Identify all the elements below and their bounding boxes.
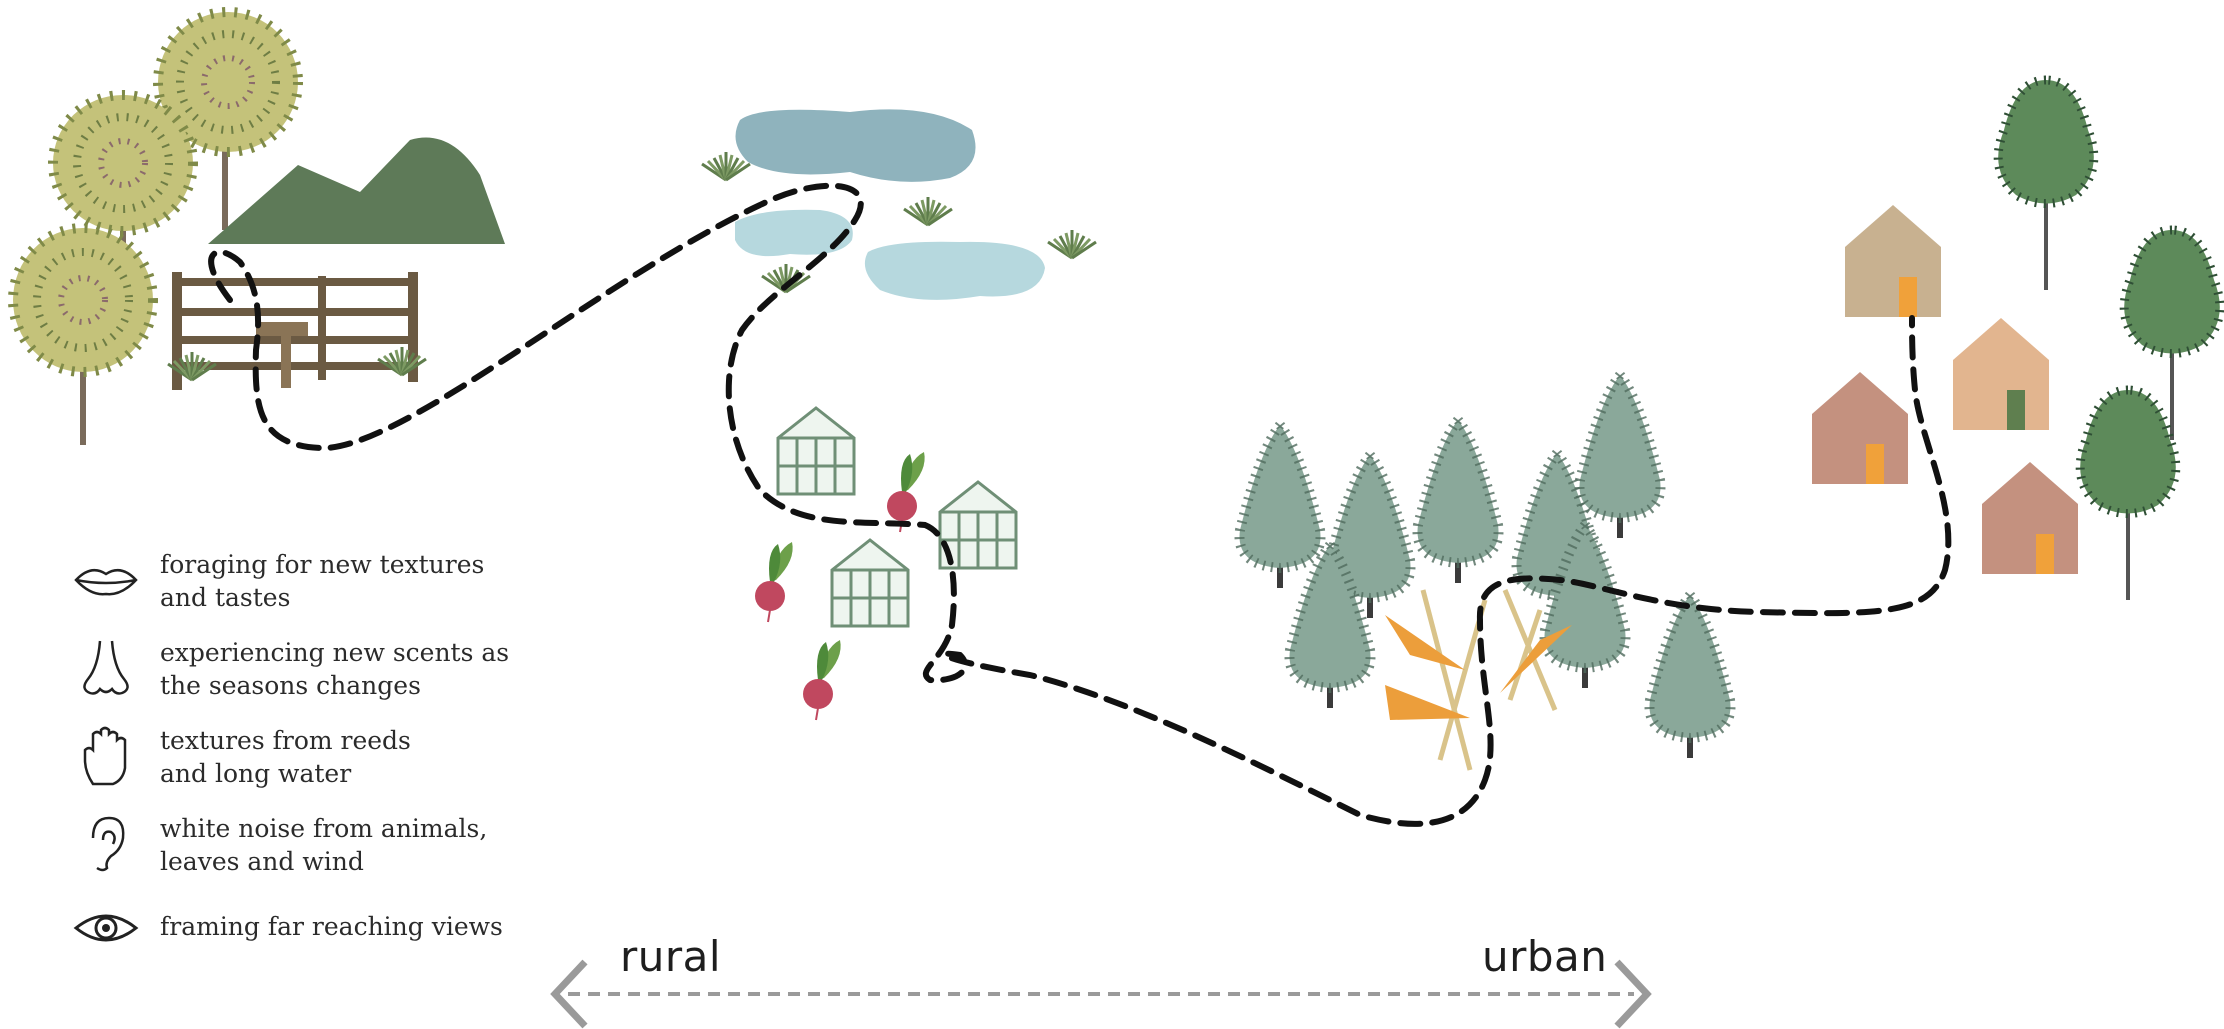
carrot	[1500, 625, 1572, 693]
house-door	[1899, 277, 1917, 317]
greenhouse	[938, 480, 1018, 570]
willow-tree	[8, 223, 158, 445]
beetroot	[755, 542, 793, 623]
legend-text-smell: experiencing new scents as the seasons c…	[160, 638, 510, 700]
beetroot	[803, 640, 841, 721]
arrow-right-head	[1614, 959, 1652, 1029]
rural-label: rural	[620, 932, 722, 981]
journey-path	[208, 182, 1952, 827]
legend-text-hearing: white noise from animals, leaves and win…	[160, 814, 488, 876]
house-door	[2007, 390, 2025, 430]
legend-item-hearing: white noise from animals, leaves and win…	[70, 812, 540, 892]
greenhouse	[776, 406, 856, 496]
ponds-group	[735, 109, 1045, 300]
ear-icon	[70, 812, 142, 876]
reed-clump	[903, 197, 953, 227]
willow-tree	[48, 90, 198, 300]
legend-item-smell: experiencing new scents as the seasons c…	[70, 636, 540, 716]
pine-tree	[1284, 536, 1376, 708]
legend-item-sight: framing far reaching views	[70, 906, 540, 986]
house-door	[2036, 534, 2054, 574]
greenhouse	[830, 538, 910, 628]
pine-tree	[1539, 516, 1631, 688]
legend-text-touch: textures from reeds and long water	[160, 726, 411, 788]
pine-tree	[1412, 411, 1504, 583]
legend-item-touch: textures from reeds and long water	[70, 724, 540, 804]
arrow-left-head	[550, 959, 588, 1029]
beetroot	[887, 452, 925, 533]
urban-trees-group	[1993, 75, 2224, 600]
carrot	[1385, 615, 1465, 670]
beetroots-group	[755, 452, 925, 721]
house	[1982, 462, 2078, 574]
eye-icon	[70, 906, 142, 950]
legend-text-sight: framing far reaching views	[160, 912, 503, 941]
pond-small	[735, 209, 853, 257]
rural-urban-scale-arrow	[550, 959, 1652, 1029]
hand-icon	[70, 724, 142, 788]
houses-group	[1812, 205, 2078, 574]
willow-tree	[153, 7, 303, 230]
house	[1845, 205, 1941, 317]
nose-icon	[70, 636, 142, 700]
leaf-tree	[1993, 75, 2099, 290]
pond-large	[735, 109, 976, 182]
carrots-and-sticks-group	[1385, 589, 1572, 771]
legend-item-taste: foraging for new textures and tastes	[70, 548, 540, 628]
house	[1812, 372, 1908, 484]
house-door	[1866, 444, 1884, 484]
reed-clump	[167, 352, 217, 382]
urban-label: urban	[1482, 932, 1608, 981]
pine-tree	[1574, 366, 1666, 538]
pine-tree	[1324, 446, 1416, 618]
green-hills	[208, 137, 505, 244]
pine-tree	[1644, 586, 1736, 758]
house	[1953, 318, 2049, 430]
reed-clump	[1047, 230, 1097, 260]
pine-tree	[1234, 416, 1326, 588]
leaf-tree	[2075, 385, 2181, 600]
reed-clumps-group	[167, 152, 1097, 382]
greenhouses-group	[776, 406, 1018, 628]
wooden-fence-gate	[172, 272, 418, 390]
pond-medium	[864, 241, 1045, 300]
rural-trees-group	[8, 7, 303, 445]
pine-forest-group	[1234, 366, 1736, 758]
legend-text-taste: foraging for new textures and tastes	[160, 550, 485, 612]
leaf-tree	[2119, 225, 2224, 440]
carrot	[1385, 685, 1470, 720]
reed-clump	[377, 347, 427, 377]
lips-icon	[70, 548, 142, 612]
reed-clump	[701, 152, 751, 182]
